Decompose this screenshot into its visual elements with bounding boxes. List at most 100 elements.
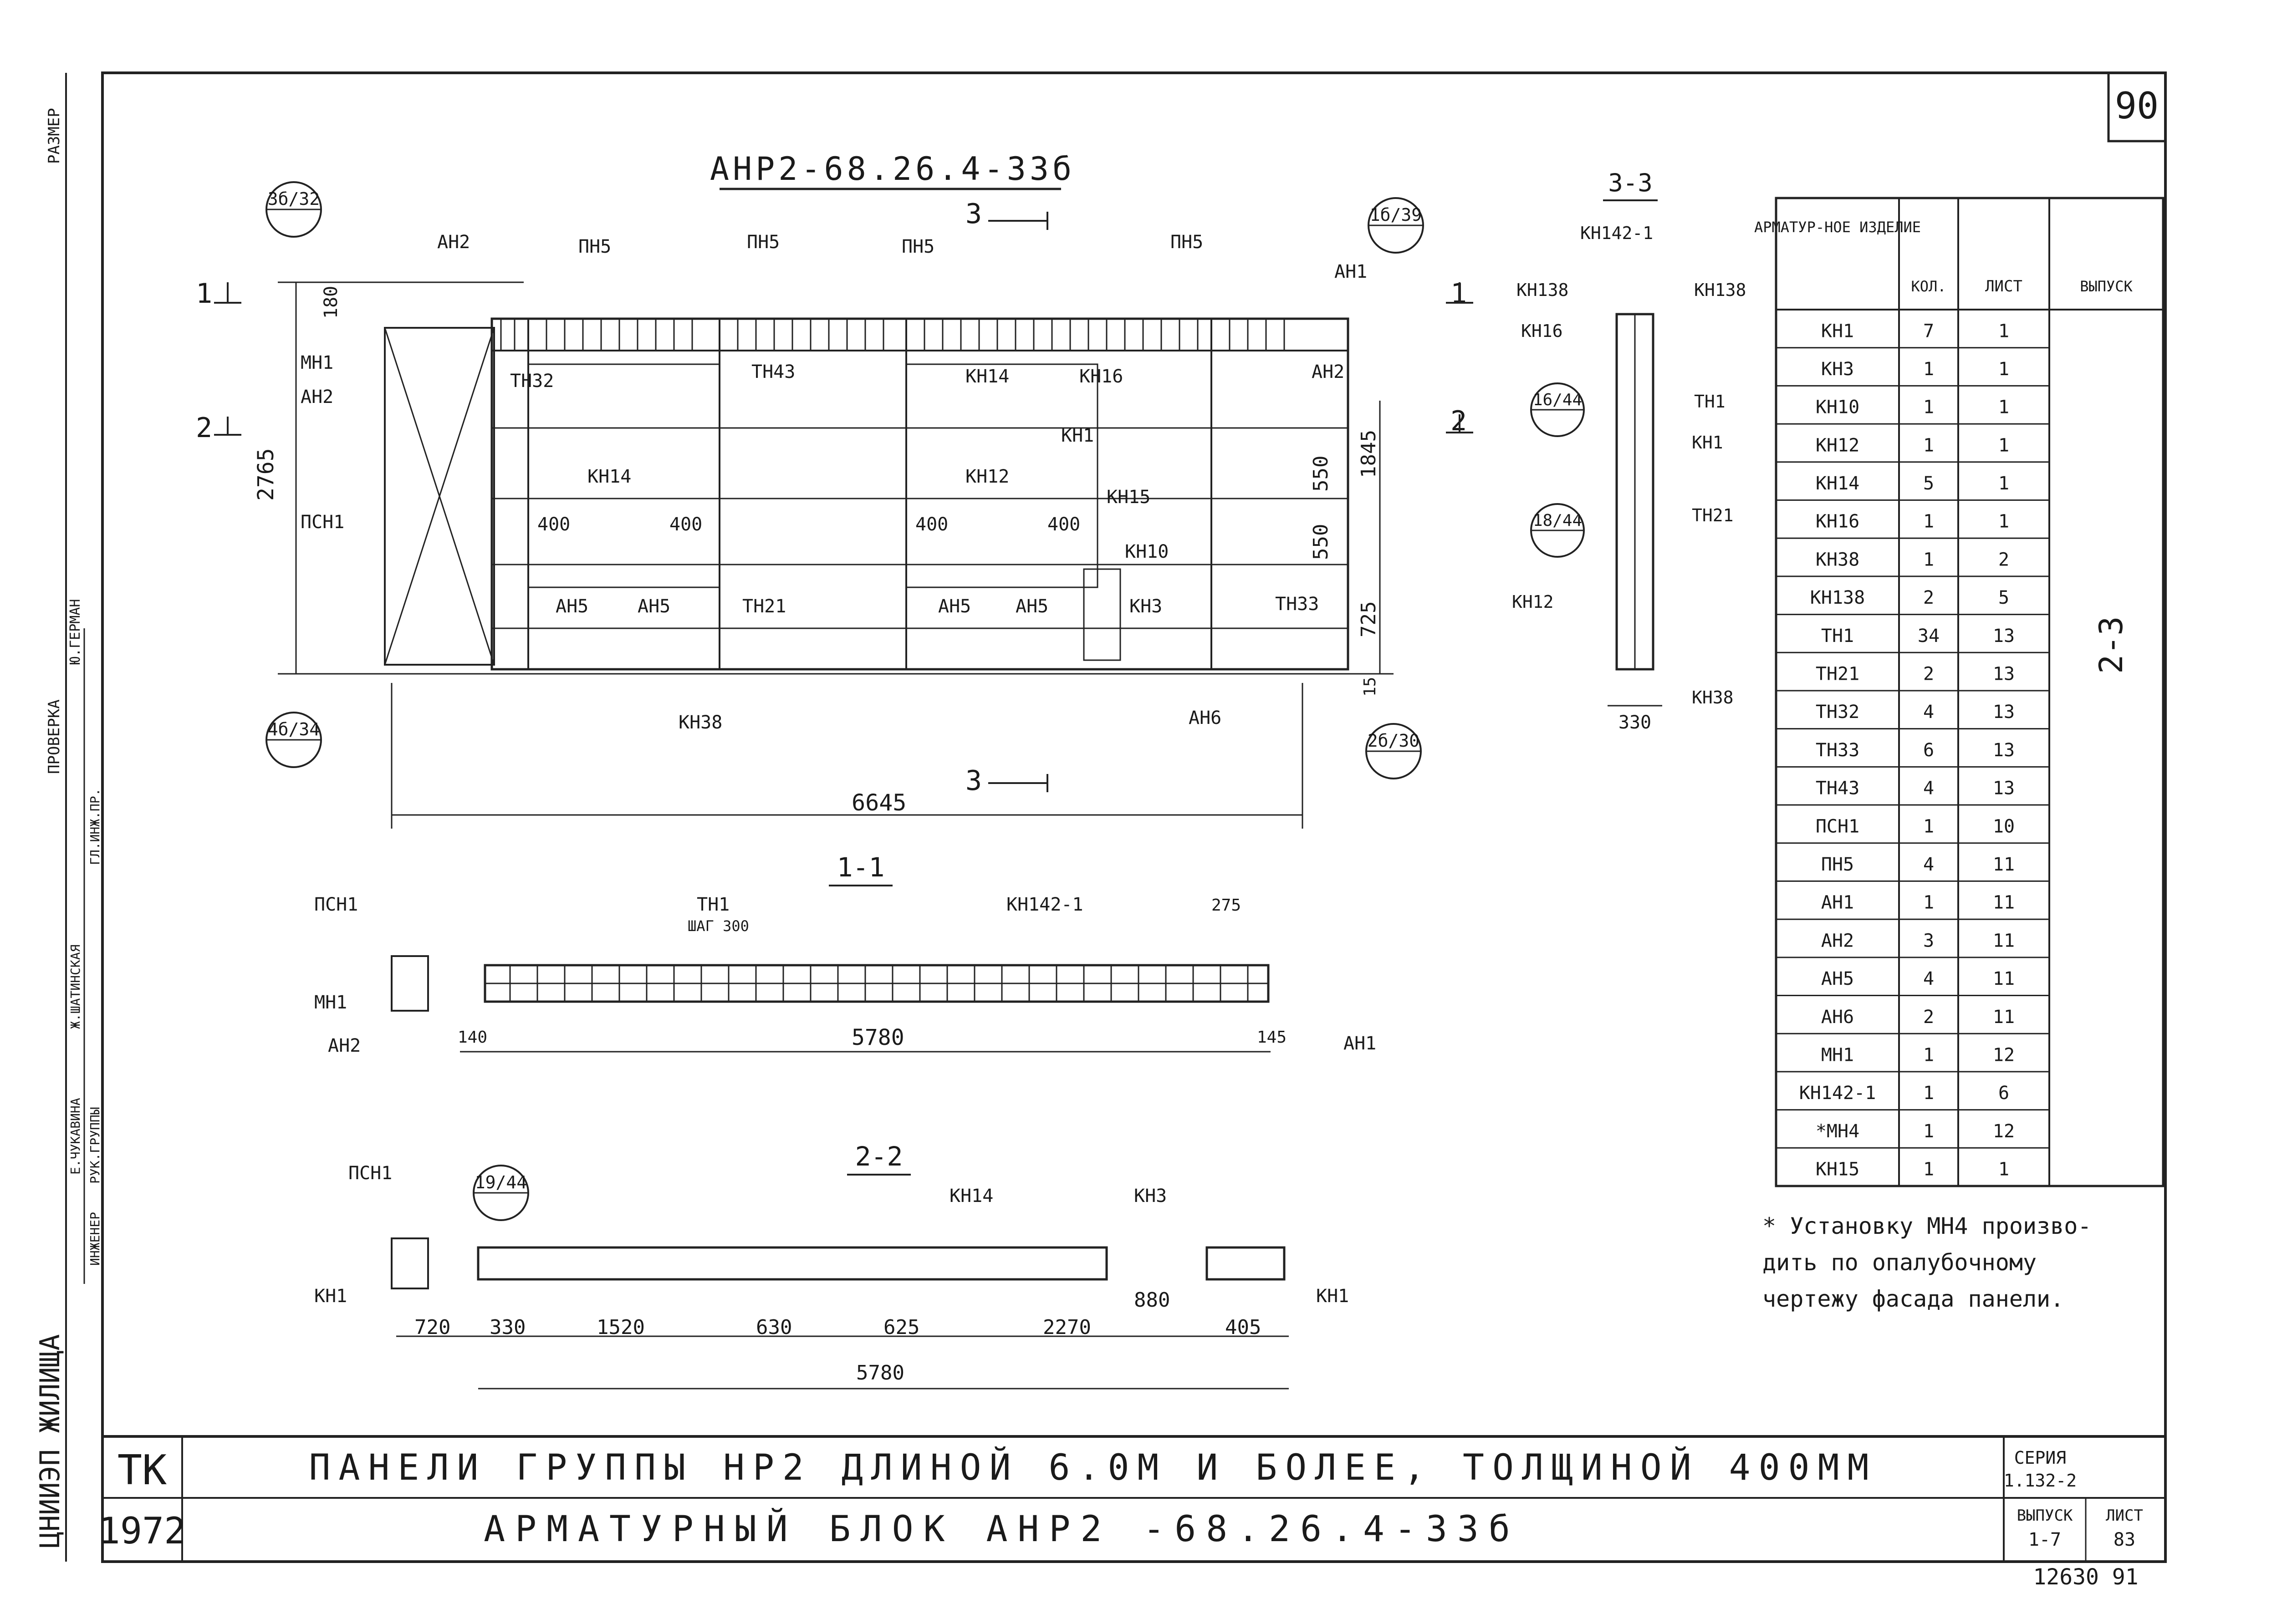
s11-dim-145: 145 <box>1257 1028 1287 1047</box>
s22-callout: 19/44 <box>475 1172 527 1192</box>
s22-label-psn1: ПСН1 <box>348 1163 392 1184</box>
stamp-chukavina: Е.ЧУКАВИНА <box>68 1098 83 1175</box>
opening-1 <box>527 363 720 588</box>
section22-dims: 720 330 1520 630 625 2270 880 405 5780 <box>414 1288 1261 1385</box>
spec-table <box>1775 197 2165 1187</box>
spec-cell-item: КН38 <box>1816 549 1859 570</box>
label-kn10: КН10 <box>1125 541 1169 562</box>
section22-psn1 <box>391 1237 429 1289</box>
spec-header-list: ЛИСТ <box>1985 277 2022 295</box>
callout-3: 4б/34 <box>268 719 320 739</box>
s33-callout-2: 18/44 <box>1533 511 1582 530</box>
stamp-razmer: РАЗМЕР <box>45 108 63 164</box>
s33-label-kn138-r: КН138 <box>1694 280 1746 300</box>
spec-cell-item: КН16 <box>1816 511 1859 532</box>
elevation-labels: АН2 ПН5 ПН5 ПН5 ПН5 АН1 МН1 АН2 ПСН1 ТН3… <box>301 232 1367 733</box>
label-kn14-mid: КН14 <box>587 466 631 487</box>
spec-cell-item: КН15 <box>1816 1159 1859 1180</box>
s11-label-mn1: МН1 <box>314 992 347 1013</box>
spec-cell-item: АН1 <box>1821 892 1854 913</box>
spec-cell-item: АН5 <box>1821 968 1854 989</box>
list-value: 83 <box>2114 1529 2135 1550</box>
section-mark-1-left: 1 <box>196 278 212 310</box>
s33-label-kn142: КН142-1 <box>1580 223 1653 243</box>
section22-body2 <box>1205 1246 1286 1281</box>
section33-labels: КН142-1 КН138 КН138 КН16 ТН1 КН1 ТН21 КН… <box>1512 223 1746 708</box>
section-mark-3-top: 3 <box>965 198 982 230</box>
spec-cell-list: 12 <box>1993 1121 2015 1142</box>
label-tn33: ТН33 <box>1275 594 1319 615</box>
section-arrows <box>214 212 1473 792</box>
s33-label-kn16: КН16 <box>1521 321 1563 341</box>
spec-cell-list: 13 <box>1993 778 2015 799</box>
s33-label-kn138-l: КН138 <box>1516 280 1568 300</box>
dim-180: 180 <box>321 286 342 319</box>
psn1-diag2 <box>384 327 495 665</box>
panel-outline <box>490 317 1349 671</box>
spec-cell-qty: 2 <box>1923 664 1934 685</box>
dim-2765: 2765 <box>253 448 279 501</box>
stamp-code: ТК <box>117 1446 167 1494</box>
spec-cell-item: ТН21 <box>1816 664 1859 685</box>
label-an2-right: АН2 <box>1312 361 1344 382</box>
section-marks: 1 1 2 2 3 3 <box>196 198 1467 797</box>
opening-3 <box>1083 568 1121 661</box>
spec-cell-item: КН14 <box>1816 473 1859 494</box>
top-band-ticks <box>500 319 1285 351</box>
label-kn3: КН3 <box>1129 596 1162 617</box>
spec-cell-qty: 4 <box>1923 854 1934 875</box>
section11-ticks <box>509 965 1249 1002</box>
elevation-view <box>278 281 1394 829</box>
spec-cell-qty: 4 <box>1923 968 1934 989</box>
stamp-inzhener: ИНЖЕНЕР <box>87 1212 102 1266</box>
note-line3: чертежу фасада панели. <box>1762 1286 2064 1312</box>
spec-cell-list: 11 <box>1993 968 2015 989</box>
spec-cell-list: 13 <box>1993 702 2015 723</box>
s22-dim-630: 630 <box>756 1316 792 1339</box>
s11-label-tn1: ТН1 <box>697 894 730 915</box>
spec-cell-qty: 1 <box>1923 511 1934 532</box>
label-an5-1: АН5 <box>556 596 588 617</box>
section-mark-3-bottom: 3 <box>965 765 982 797</box>
dim-15: 15 <box>1361 677 1379 697</box>
spec-cell-qty: 1 <box>1923 1121 1934 1142</box>
spec-cell-item: КН138 <box>1810 587 1865 608</box>
label-kn14-top: КН14 <box>965 366 1009 387</box>
spec-cell-qty: 2 <box>1923 587 1934 608</box>
label-mn1: МН1 <box>301 352 333 373</box>
spec-cell-list: 1 <box>1998 321 2009 341</box>
note-line2: дить по опалубочному <box>1762 1249 2037 1276</box>
title-line1: ПАНЕЛИ ГРУППЫ НР2 ДЛИНОЙ 6.0М И БОЛЕЕ, Т… <box>309 1446 1877 1488</box>
label-kn16: КН16 <box>1079 366 1123 387</box>
spec-cell-qty: 1 <box>1923 1083 1934 1104</box>
spec-cell-list: 11 <box>1993 854 2015 875</box>
label-an2-top: АН2 <box>437 232 470 253</box>
section33-title: 3-3 <box>1608 168 1653 197</box>
spec-cell-qty: 1 <box>1923 549 1934 570</box>
spec-cell-list: 13 <box>1993 626 2015 647</box>
vypusk-value: 1-7 <box>2028 1529 2061 1550</box>
s22-dim-720: 720 <box>414 1316 450 1339</box>
dim-6645: 6645 <box>852 789 906 816</box>
spec-cell-item: ТН32 <box>1816 702 1859 723</box>
label-tn21: ТН21 <box>742 596 786 617</box>
spec-cell-item: КН142-1 <box>1799 1083 1876 1104</box>
dim-400a: 400 <box>537 514 570 535</box>
label-an5-3: АН5 <box>938 596 971 617</box>
s11-label-shag: ШАГ 300 <box>688 917 749 935</box>
spec-cell-qty: 1 <box>1923 359 1934 380</box>
label-psn1: ПСН1 <box>301 512 344 533</box>
year: 1972 <box>98 1510 186 1552</box>
list-label: ЛИСТ <box>2106 1507 2143 1525</box>
spec-cell-item: МН1 <box>1821 1044 1854 1065</box>
seria-label: СЕРИЯ <box>2014 1448 2066 1468</box>
s33-label-tn21: ТН21 <box>1692 505 1734 525</box>
callout-1: 3б/32 <box>268 189 320 209</box>
s11-label-an2: АН2 <box>328 1035 361 1056</box>
s11-dim-5780: 5780 <box>852 1025 904 1050</box>
label-an5-4: АН5 <box>1016 596 1048 617</box>
section-mark-2-left: 2 <box>196 412 212 444</box>
spec-cell-item: ТН33 <box>1816 740 1859 761</box>
s33-label-kn1: КН1 <box>1692 433 1723 453</box>
label-pn5-4: ПН5 <box>1170 232 1203 253</box>
